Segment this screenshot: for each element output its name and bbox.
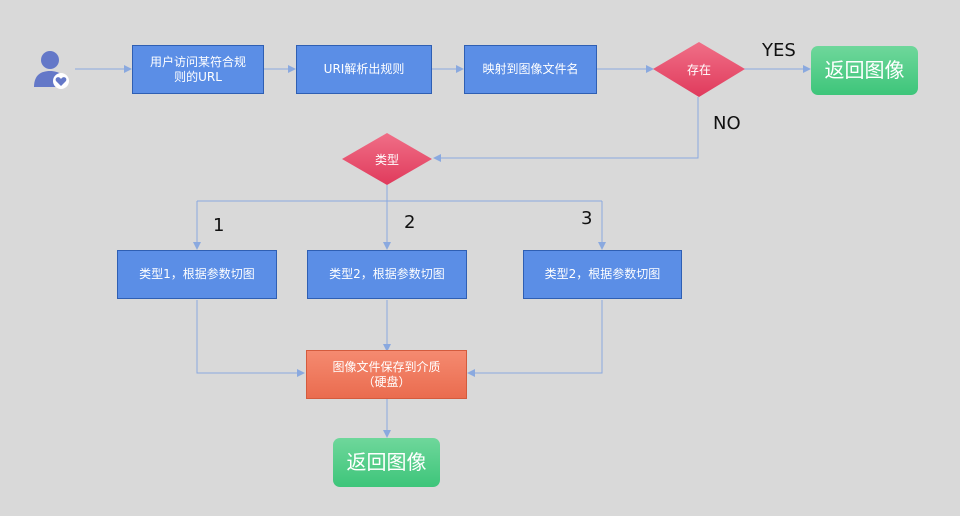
edge-label-yes: YES — [762, 40, 796, 61]
node-type2: 类型2，根据参数切图 — [307, 250, 467, 299]
edge-label-no: NO — [713, 113, 741, 134]
node-type3-label: 类型2，根据参数切图 — [544, 267, 661, 281]
node-type3: 类型2，根据参数切图 — [523, 250, 682, 299]
node-access-url-label: 用户访问某符合规则的URL — [149, 54, 246, 84]
decision-type-label: 类型 — [374, 153, 399, 167]
node-save-to-disk: 图像文件保存到介质（硬盘） — [306, 350, 467, 399]
node-save-to-disk-label: 图像文件保存到介质（硬盘） — [332, 359, 441, 389]
user-heart-icon — [34, 51, 69, 89]
edge-type1-to-save — [196, 300, 305, 377]
decision-exists-shape — [653, 42, 745, 97]
terminal-return-top-label: 返回图像 — [824, 58, 905, 82]
edge-label-branch-1: 1 — [213, 215, 225, 236]
terminal-return-bottom: 返回图像 — [333, 438, 440, 487]
node-parse-uri: URI解析出规则 — [296, 45, 432, 94]
node-type2-label: 类型2，根据参数切图 — [329, 267, 445, 281]
terminal-return-top: 返回图像 — [811, 46, 918, 95]
node-type1-label: 类型1，根据参数切图 — [139, 267, 255, 281]
edge-label-branch-2: 2 — [404, 212, 416, 233]
edge-type3-to-save — [467, 300, 603, 377]
terminal-return-bottom-label: 返回图像 — [346, 450, 427, 474]
decision-type-shape — [342, 133, 432, 185]
decision-exists-label: 存在 — [686, 63, 711, 77]
node-map-file: 映射到图像文件名 — [464, 45, 597, 94]
edge-label-branch-3: 3 — [581, 208, 593, 229]
node-access-url: 用户访问某符合规则的URL — [132, 45, 264, 94]
edge-exists-no — [433, 97, 699, 162]
node-type1: 类型1，根据参数切图 — [117, 250, 277, 299]
node-parse-uri-label: URI解析出规则 — [323, 62, 405, 76]
node-map-file-label: 映射到图像文件名 — [482, 62, 579, 76]
